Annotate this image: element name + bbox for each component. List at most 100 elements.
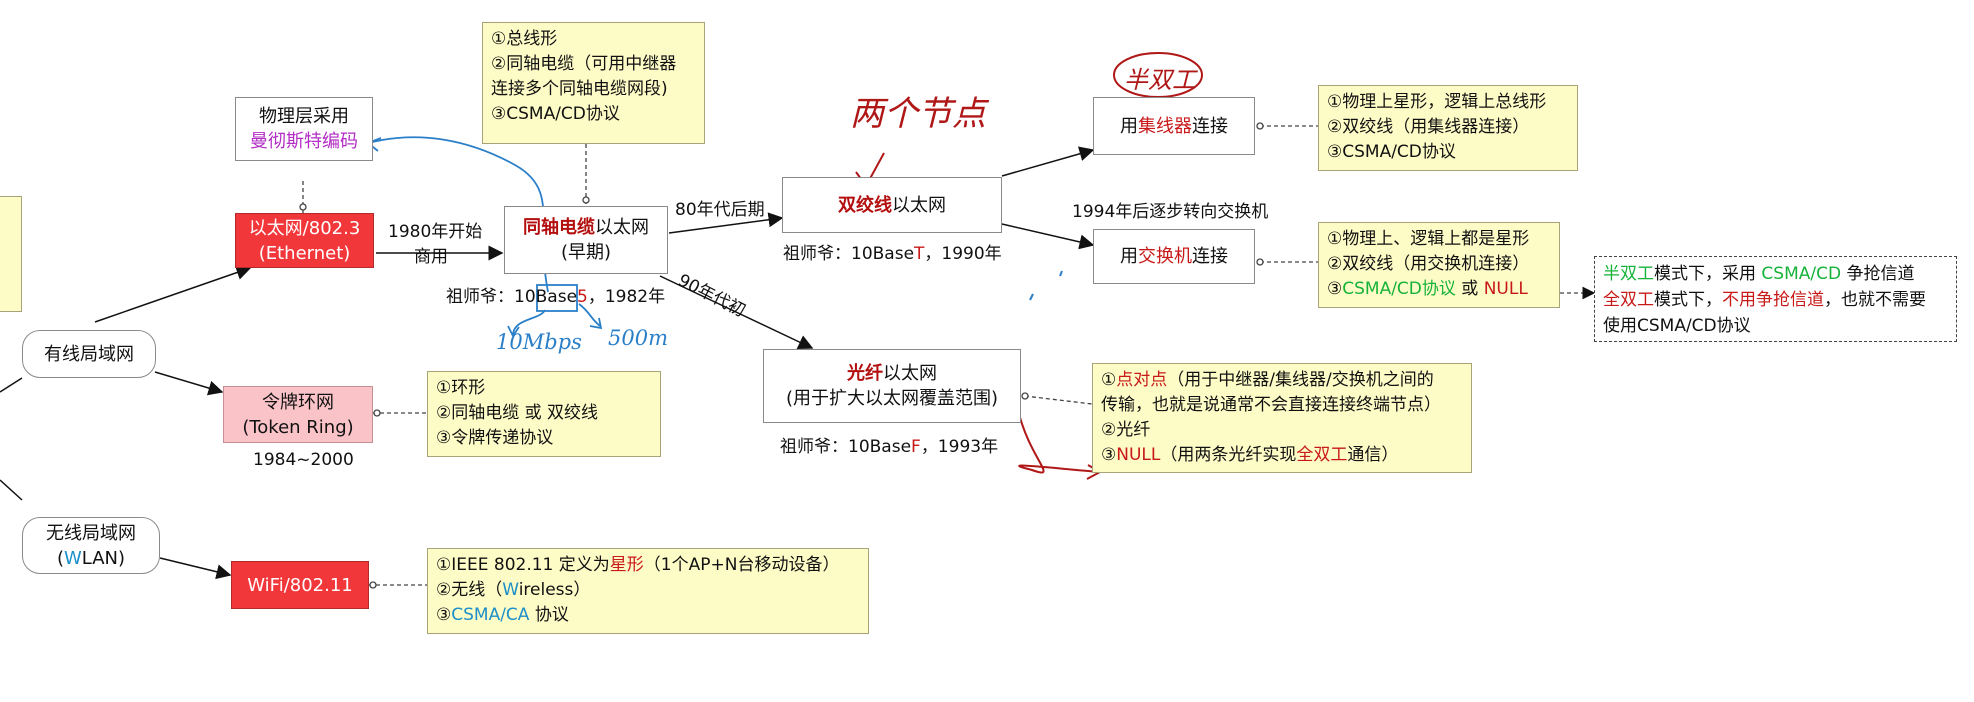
switch-note-l3-pre: ③ <box>1327 279 1343 299</box>
switch-note: ①物理上、逻辑上都是星形 ②双绞线（用交换机连接） ③CSMA/CD协议 或 N… <box>1318 222 1560 308</box>
edge-stub-1 <box>0 377 23 393</box>
coax-ancestor: 祖师爷：10Base5，1982年 <box>446 282 665 307</box>
edge-wired-token <box>154 371 224 396</box>
fiber-note: ①点对点（用于中继器/集线器/交换机之间的 传输，也就是说通常不会直接连接终端节… <box>1092 363 1472 473</box>
fiber-note-line3: ②光纤 <box>1101 420 1151 440</box>
duplex-l1-green2: CSMA/CD <box>1761 264 1842 284</box>
handwriting-speed: 10Mbps <box>496 330 582 354</box>
duplex-l2-post: ，也就不需要 <box>1824 290 1926 310</box>
edge-stub-2 <box>0 479 23 501</box>
twisted-ancestor: 祖师爷：10BaseT，1990年 <box>783 239 1002 264</box>
fiber-note-l4-red2: 全双工 <box>1296 445 1348 465</box>
coax-note: ①总线形 ②同轴电缆（可用中继器 连接多个同轴电缆网段) ③CSMA/CD协议 <box>482 22 705 144</box>
wifi-note-l1-pre: ①IEEE 802.11 定义为 <box>436 555 610 575</box>
hub-post: 连接 <box>1192 115 1228 137</box>
wifi-node: WiFi/802.11 <box>231 561 369 609</box>
wifi-note-l3-pre: ③ <box>436 605 452 625</box>
wireless-line2-pre: ( <box>56 547 64 569</box>
wifi-note: ①IEEE 802.11 定义为星形（1个AP+N台移动设备） ②无线（Wire… <box>427 548 869 634</box>
hub-note-line2: ②双绞线（用集线器连接） <box>1327 117 1530 137</box>
edge-label-80s: 80年代后期 <box>675 200 765 220</box>
token-line2: (Token Ring) <box>242 416 354 438</box>
switch-note-line1: ①物理上、逻辑上都是星形 <box>1327 229 1530 249</box>
coax-hl: 同轴电缆 <box>523 217 595 238</box>
handwriting-half-duplex: 半双工 <box>1124 66 1196 94</box>
coax-rest: 以太网 <box>595 217 649 238</box>
fiber-note-l4-post: 通信） <box>1347 445 1399 465</box>
edge-label-1994: 1994年后逐步转向交换机 <box>1072 202 1269 222</box>
wifi-note-l1-post: （1个AP+N台移动设备） <box>643 555 840 575</box>
wifi-note-l2-post: ireless） <box>518 580 591 600</box>
wifi-note-l3-post: 协议 <box>529 605 569 625</box>
wired-lan-label: 有线局域网 <box>44 343 134 365</box>
twisted-ethernet-node: 双绞线以太网 <box>782 177 1002 233</box>
token-note-line2: ②同轴电缆 或 双绞线 <box>436 403 599 423</box>
wifi-note-l1-red: 星形 <box>609 555 644 575</box>
switch-note-l3-red: NULL <box>1483 279 1528 299</box>
switch-hl: 交换机 <box>1138 246 1192 267</box>
fiber-ancestor: 祖师爷：10BaseF，1993年 <box>780 432 998 457</box>
ethernet-line2: (Ethernet) <box>258 242 351 264</box>
ethernet-line1: 以太网/802.3 <box>248 217 361 239</box>
switch-note-l3-mid: 或 <box>1455 279 1484 299</box>
coax-note-line2: ②同轴电缆（可用中继器 <box>491 54 677 74</box>
hub-pre: 用 <box>1120 115 1138 137</box>
hub-note-line1: ①物理上星形，逻辑上总线形 <box>1327 92 1547 112</box>
edge-label-1980-b: 商用 <box>414 247 448 267</box>
token-note-line1: ①环形 <box>436 378 486 398</box>
wireless-line2-hl: W <box>63 547 82 569</box>
coax-ancestor-hl: 5 <box>577 287 588 307</box>
wireless-line1: 无线局域网 <box>46 522 136 544</box>
fiber-note-l4-red: NULL <box>1116 445 1161 465</box>
fiber-hl: 光纤 <box>847 363 883 384</box>
duplex-l2-red: 全双工 <box>1603 290 1654 310</box>
edge-coax-twisted <box>668 212 784 234</box>
coax-ancestor-post: ，1982年 <box>587 287 666 307</box>
duplex-l1-green: 半双工 <box>1603 264 1654 284</box>
duplex-l1-mid: 模式下，采用 <box>1654 264 1762 284</box>
twisted-hl: 双绞线 <box>838 194 892 216</box>
edge-twisted-hub <box>1001 146 1095 177</box>
duplex-l2-mid: 模式下， <box>1654 290 1722 310</box>
duplex-l1-post: 争抢信道 <box>1841 264 1915 284</box>
edge-twisted-switch <box>1001 223 1095 250</box>
fiber-note-l1-red: 点对点 <box>1116 370 1168 390</box>
wifi-label: WiFi/802.11 <box>247 574 353 596</box>
edge-wireless-wifi <box>159 557 232 580</box>
twisted-ancestor-post: ，1990年 <box>924 244 1002 264</box>
fiber-ancestor-post: ，1993年 <box>920 437 999 457</box>
hub-note: ①物理上星形，逻辑上总线形 ②双绞线（用集线器连接） ③CSMA/CD协议 <box>1318 85 1578 171</box>
twisted-ancestor-pre: 祖师爷：10Base <box>783 244 915 264</box>
duplex-l3: 使用CSMA/CD协议 <box>1603 316 1751 336</box>
wifi-note-l2-blue: W <box>502 580 519 600</box>
fiber-line2: (用于扩大以太网覆盖范围) <box>785 388 999 409</box>
duplex-l2-red2: 不用争抢信道 <box>1722 290 1824 310</box>
pen-blue-box <box>536 284 578 312</box>
wireless-line2-post: LAN) <box>81 547 126 569</box>
coax-note-line1: ①总线形 <box>491 29 558 49</box>
fiber-note-l1-pre: ① <box>1101 370 1117 390</box>
hub-note-line3: ③CSMA/CD协议 <box>1327 142 1456 162</box>
switch-note-line2: ②双绞线（用交换机连接） <box>1327 254 1530 274</box>
handwriting-two-nodes: 两个节点 <box>850 94 986 134</box>
fiber-note-l4-mid: （用两条光纤实现 <box>1160 445 1297 465</box>
wifi-note-l2-pre: ②无线（ <box>436 580 503 600</box>
physical-layer-node: 物理层采用 曼彻斯特编码 <box>235 97 373 161</box>
token-note: ①环形 ②同轴电缆 或 双绞线 ③令牌传递协议 <box>427 371 661 457</box>
coax-note-line4: ③CSMA/CD协议 <box>491 104 620 124</box>
twisted-rest: 以太网 <box>892 194 946 216</box>
wired-lan-node: 有线局域网 <box>22 330 156 378</box>
duplex-note: 半双工模式下，采用 CSMA/CD 争抢信道 全双工模式下，不用争抢信道，也就不… <box>1594 256 1957 342</box>
token-ring-node: 令牌环网 (Token Ring) <box>223 386 373 443</box>
cut-off-note <box>0 196 22 312</box>
fiber-ancestor-hl: F <box>911 437 921 457</box>
physical-line1: 物理层采用 <box>259 106 349 127</box>
twisted-ancestor-hl: T <box>914 244 925 264</box>
coax-note-line3: 连接多个同轴电缆网段) <box>491 79 668 99</box>
edge-wired-ethernet <box>94 265 252 323</box>
edge-coax-fiber <box>659 275 814 349</box>
fiber-note-line2: 传输，也就是说通常不会直接连接终端节点） <box>1101 395 1441 415</box>
token-line1: 令牌环网 <box>262 391 334 413</box>
switch-note-l3-green: CSMA/CD协议 <box>1342 279 1456 299</box>
coax-ancestor-pre: 祖师爷：10Base <box>446 287 578 307</box>
